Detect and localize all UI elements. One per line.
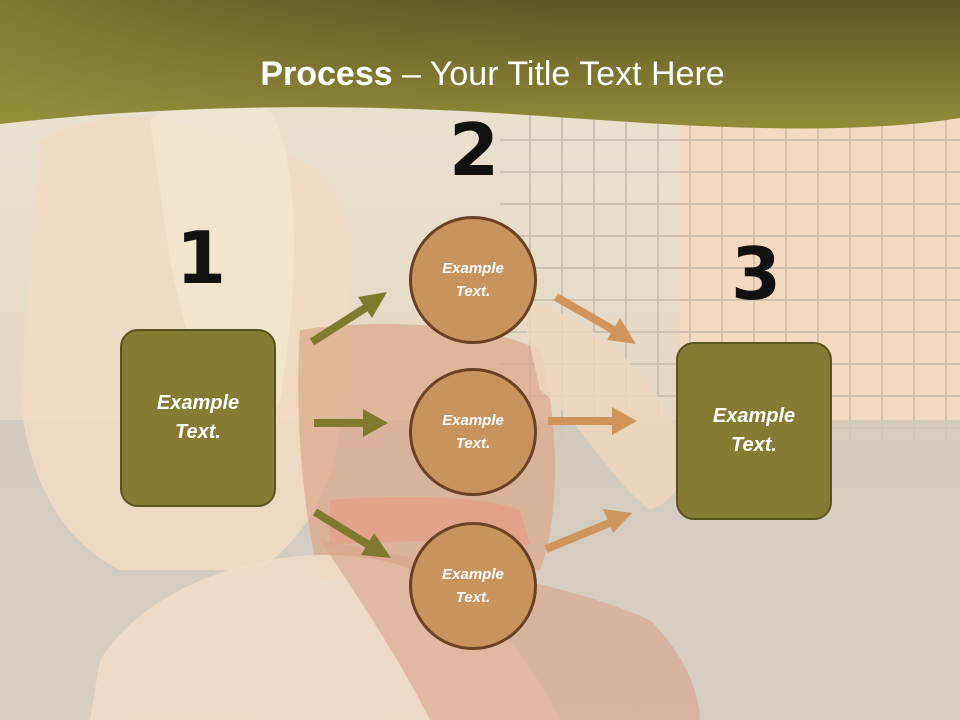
circle-top[interactable]: Example Text. — [409, 216, 537, 344]
circle-bottom[interactable]: Example Text. — [409, 522, 537, 650]
result-box-text: Example Text. — [712, 405, 796, 456]
start-box[interactable]: Example Text. — [120, 329, 276, 507]
step-number-1: 1 — [176, 216, 227, 300]
arrow-top-to-right — [554, 293, 636, 344]
arrow-bottom-to-right — [544, 509, 632, 553]
circle-middle[interactable]: Example Text. — [409, 368, 537, 496]
step-number-2: 2 — [449, 108, 500, 192]
circle-middle-text: Example Text. — [442, 412, 504, 452]
arrow-left-to-top — [309, 292, 387, 346]
arrow-left-to-bottom — [312, 508, 391, 558]
circle-top-text: Example Text. — [442, 260, 504, 300]
result-box[interactable]: Example Text. — [676, 342, 832, 520]
circle-bottom-text: Example Text. — [442, 566, 504, 606]
start-box-text: Example Text. — [156, 392, 240, 443]
title-banner — [0, 0, 960, 129]
step-number-3: 3 — [731, 232, 782, 316]
title-bold: Process — [260, 55, 393, 93]
slide-title: Process – Your Title Text Here — [0, 52, 960, 96]
arrow-middle-to-right — [548, 407, 637, 435]
title-rest: – Your Title Text Here — [392, 55, 725, 93]
arrow-left-to-middle — [314, 409, 388, 437]
